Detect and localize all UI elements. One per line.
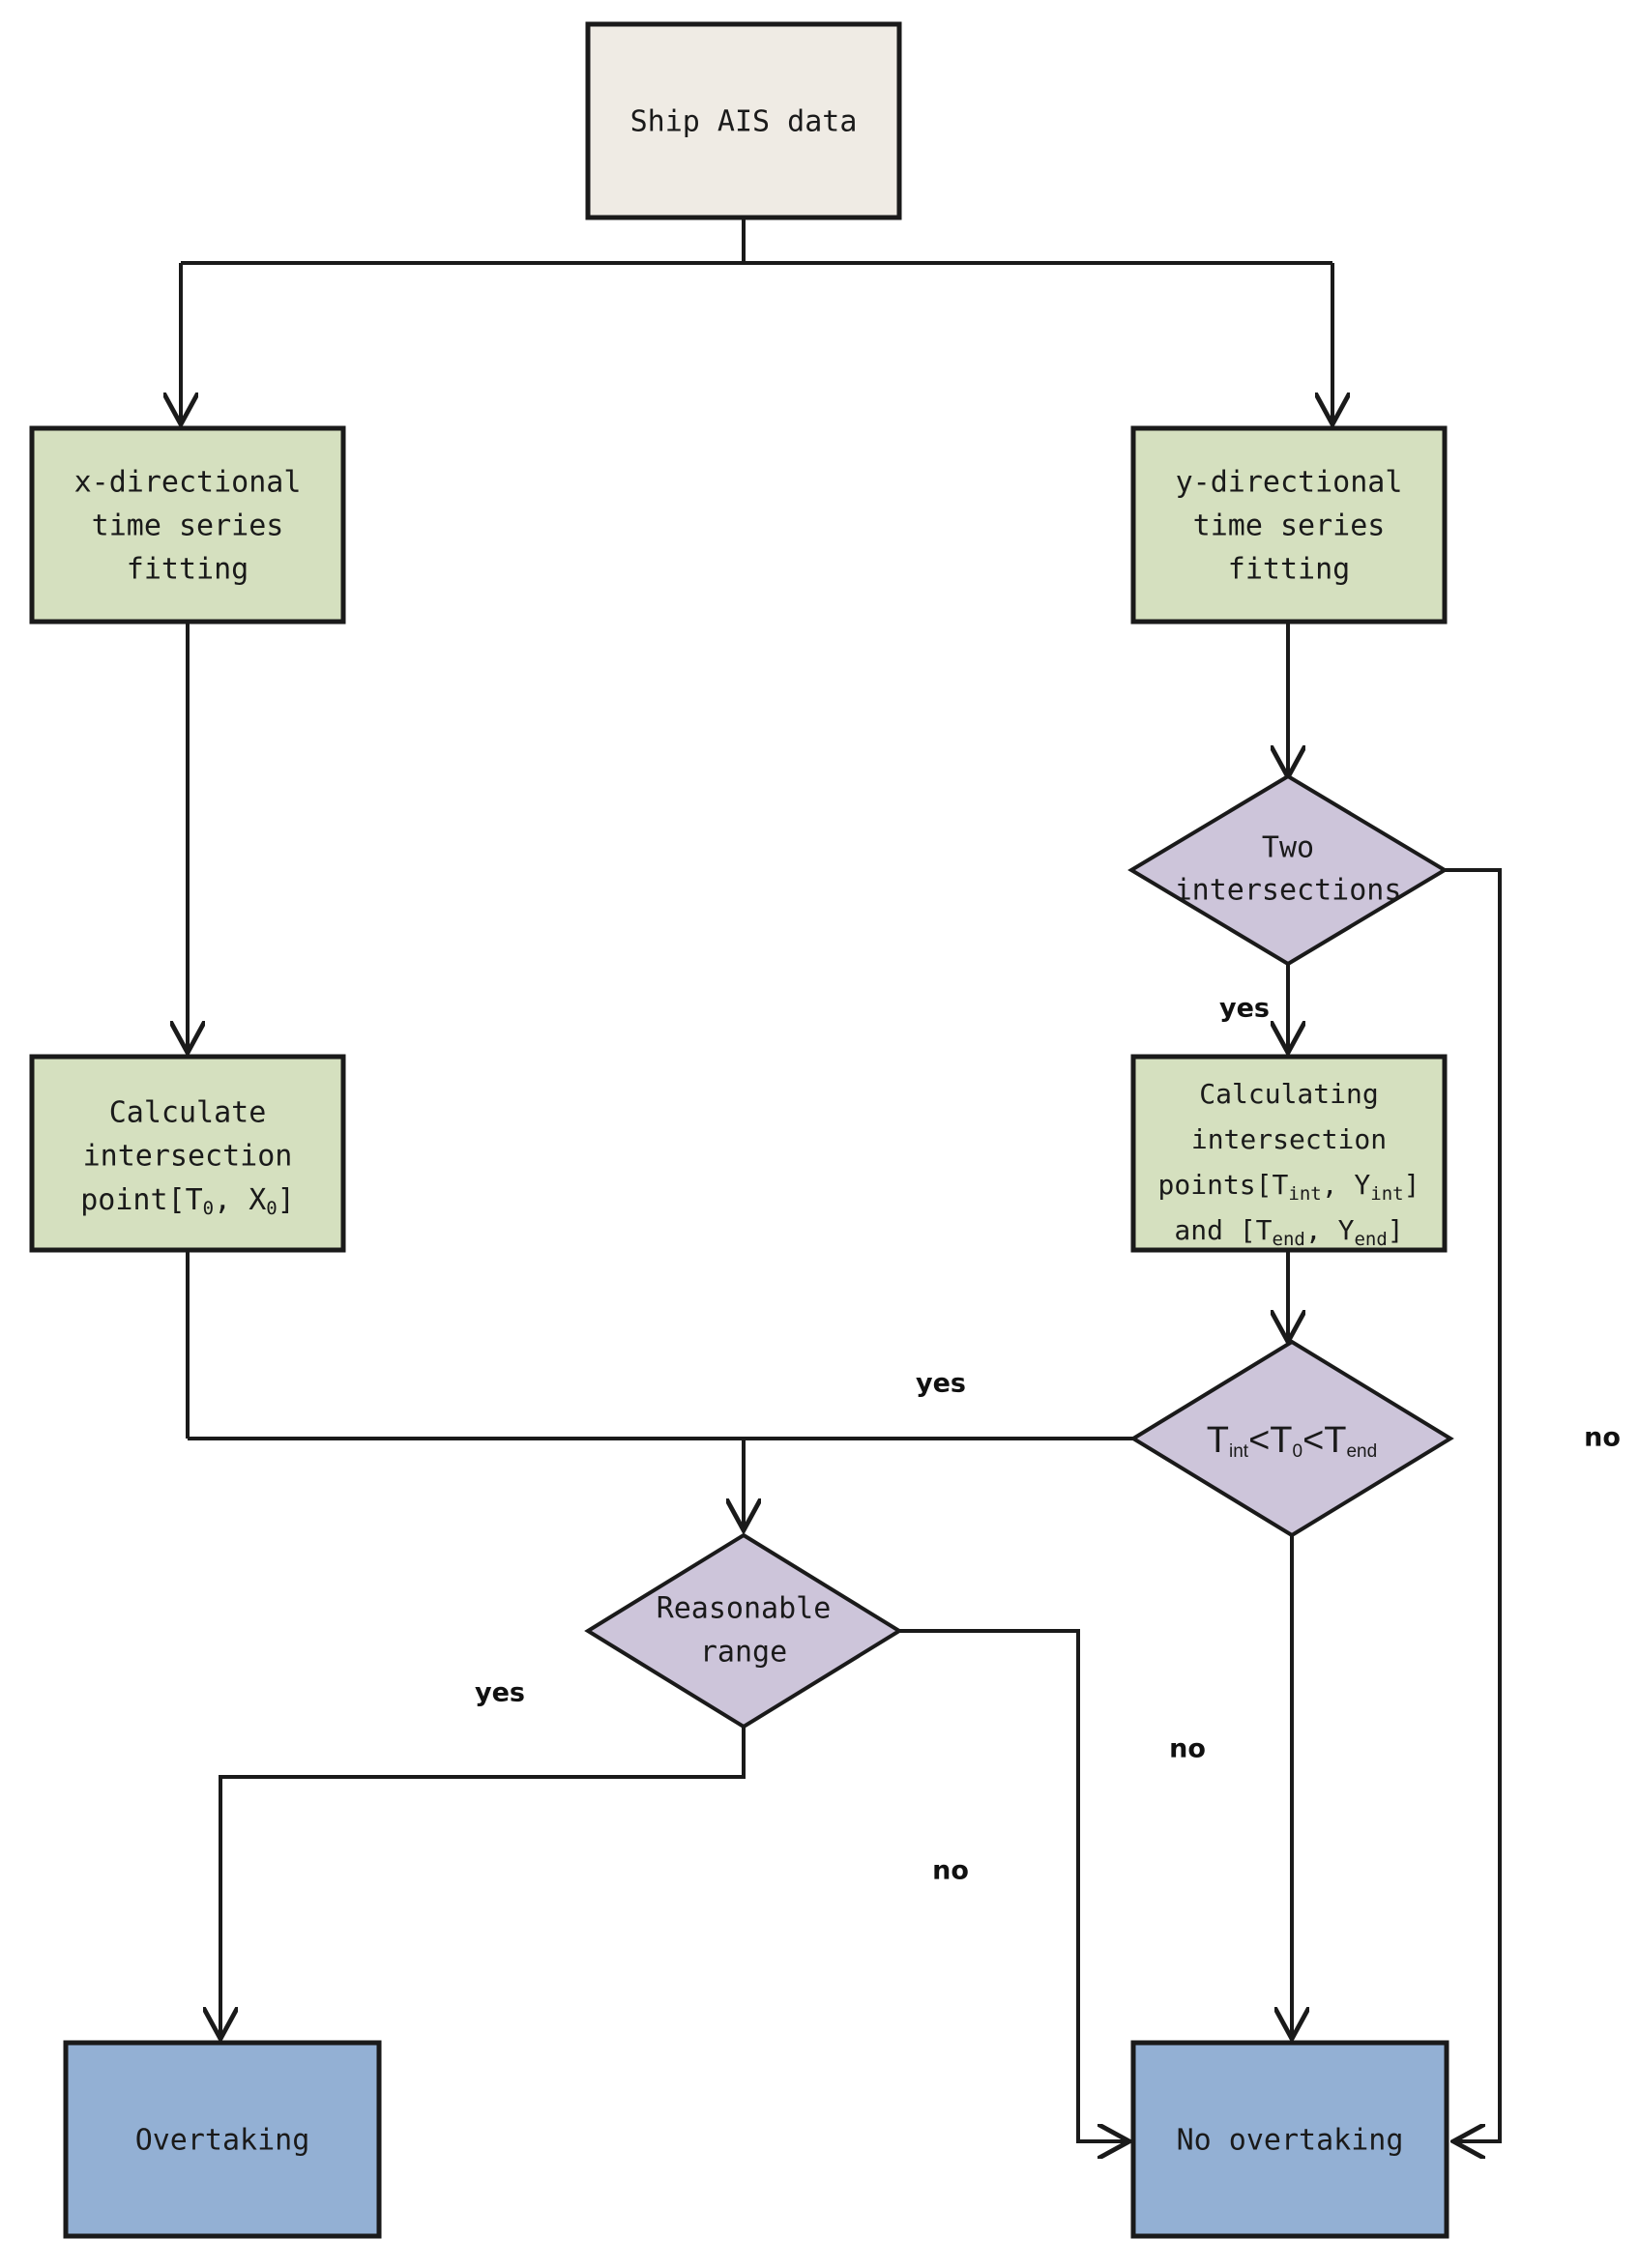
node-x-directional-fitting[interactable] [29,425,346,625]
node-overtaking-label: Overtaking [135,2124,310,2158]
t-compare-t2sub: 0 [1293,1441,1303,1462]
edge-label-reasonable-no: no [932,1856,969,1886]
node-no-overtaking-label: No overtaking [1177,2124,1404,2158]
edge-reasonable-no [899,1629,1127,2141]
calc-right-l4b: , Y [1305,1214,1355,1246]
calc-right-l4a: and [T [1174,1214,1272,1246]
calc-right-l3sub1: int [1288,1183,1321,1205]
node-t-compare[interactable] [1129,1339,1454,1538]
node-calc-right-line3: points[Tint, Yint] [1158,1169,1420,1205]
t-compare-t3sub: end [1346,1441,1377,1462]
calc-right-l3c: ] [1404,1169,1420,1201]
calc-left-l3a: point[T [80,1183,202,1217]
t-compare-t1sub: int [1229,1441,1249,1462]
node-ship-ais-data-label: Ship AIS data [630,105,858,139]
node-no-overtaking[interactable] [1130,2040,1449,2239]
node-x-directional-line1: x-directional [74,466,302,500]
t-compare-op1: <T [1248,1420,1292,1461]
node-two-intersections-line1: Two [1262,831,1314,865]
node-calc-right-line1: Calculating [1199,1078,1378,1110]
node-reasonable-range-line2: range [700,1636,787,1670]
node-calc-right-line2: intersection [1191,1123,1387,1155]
node-ship-ais-data[interactable] [585,21,902,220]
edge-reasonable-yes [220,1726,746,2036]
node-y-directional-line1: y-directional [1176,466,1403,500]
node-reasonable-range[interactable] [584,1532,903,1730]
node-x-directional-line3: fitting [127,553,249,587]
node-two-intersections[interactable] [1127,773,1449,967]
calc-left-l3sub1: 0 [203,1198,214,1219]
node-calculating-intersection-points[interactable] [1130,1054,1448,1253]
node-y-directional-line2: time series [1193,509,1386,543]
t-compare-t1: T [1207,1420,1229,1461]
node-calc-right-line4: and [Tend, Yend] [1174,1214,1403,1250]
node-calc-left-line1: Calculate [109,1096,267,1130]
node-t-compare-label: Tint<T0<Tend [1207,1420,1377,1462]
edge-label-two-intersections-no: no [1584,1423,1621,1453]
node-calc-left-line2: intersection [83,1140,293,1174]
node-overtaking[interactable] [63,2040,382,2239]
calc-right-l4sub1: end [1273,1229,1305,1250]
node-y-directional-fitting[interactable] [1130,425,1448,625]
node-two-intersections-line2: intersections [1175,874,1402,908]
node-calc-left-line3: point[T0, X0] [80,1183,295,1219]
calc-right-l4c: ] [1388,1214,1404,1246]
node-reasonable-range-line1: Reasonable [657,1592,832,1626]
edge-label-t-compare-yes: yes [916,1369,966,1399]
calc-left-l3c: ] [278,1183,295,1217]
edge-label-reasonable-yes: yes [475,1678,525,1708]
edge-label-two-intersections-yes: yes [1219,994,1270,1024]
node-y-directional-line3: fitting [1228,553,1350,587]
edge-twoint-no [1443,868,1502,2141]
calc-right-l4sub2: end [1354,1229,1387,1250]
calc-left-l3sub2: 0 [266,1198,277,1219]
calc-left-l3b: , X [214,1183,266,1217]
calc-right-l3b: , Y [1322,1169,1371,1201]
calc-right-l3sub2: int [1370,1183,1403,1205]
node-x-directional-line2: time series [92,509,284,543]
edge-label-t-compare-no: no [1169,1734,1206,1764]
calc-right-l3a: points[T [1158,1169,1289,1201]
t-compare-op2: <T [1302,1420,1346,1461]
node-calculate-intersection-point[interactable] [29,1054,346,1253]
